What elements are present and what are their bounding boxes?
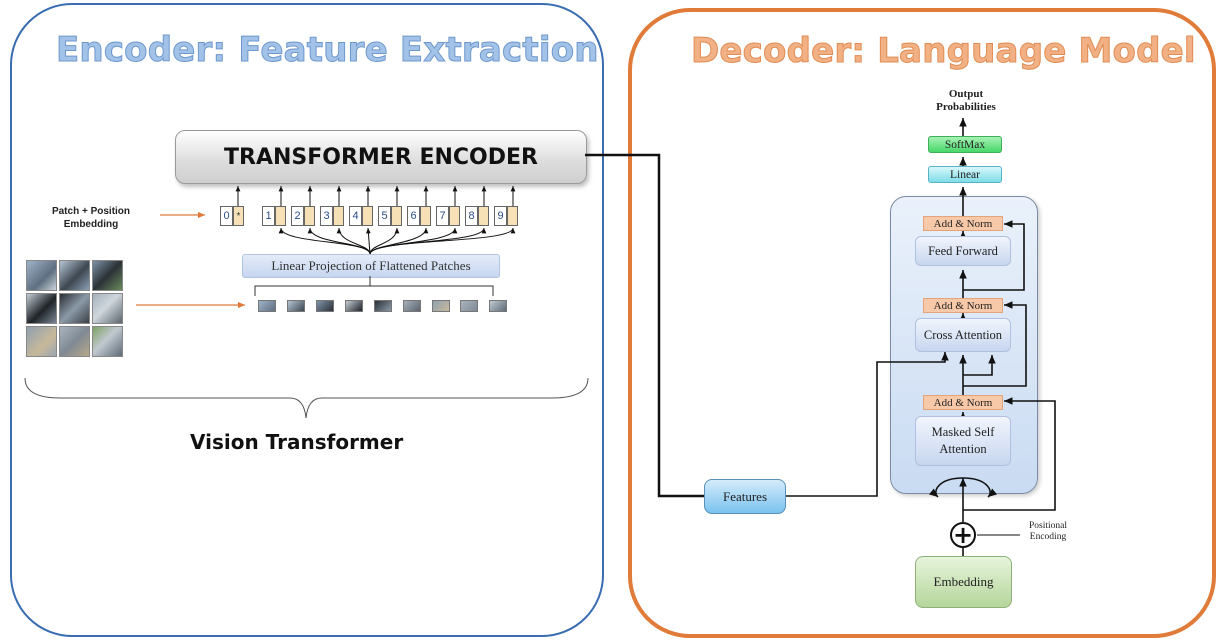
add-norm-box: Add & Norm <box>923 395 1003 410</box>
token-position-embedding <box>333 206 344 226</box>
token-position-embedding <box>478 206 489 226</box>
image-tile <box>92 326 123 357</box>
vision-transformer-label: Vision Transformer <box>190 430 404 454</box>
image-tile <box>92 293 123 324</box>
token-number-3: 3 <box>320 206 333 226</box>
image-tile <box>59 326 90 357</box>
flattened-patch <box>460 300 478 312</box>
image-tile <box>59 293 90 324</box>
decoder-panel <box>628 8 1216 638</box>
token-number-7: 7 <box>436 206 449 226</box>
positional-encoding-label: Positional Encoding <box>1028 521 1067 542</box>
linear-projection-box: Linear Projection of Flattened Patches <box>242 254 500 278</box>
output-probabilities-label: Output Probabilities <box>936 88 996 113</box>
flattened-patch <box>287 300 305 312</box>
image-tile <box>26 260 57 291</box>
add-norm-box: Add & Norm <box>923 216 1003 231</box>
token-number-6: 6 <box>407 206 420 226</box>
flattened-patch <box>316 300 334 312</box>
flattened-patch <box>345 300 363 312</box>
masked-self-attention-box: Masked Self Attention <box>915 416 1011 466</box>
feed-forward-box: Feed Forward <box>915 236 1011 266</box>
image-tile <box>59 260 90 291</box>
image-tile <box>26 293 57 324</box>
token-position-embedding <box>449 206 460 226</box>
flattened-patch <box>258 300 276 312</box>
cross-attention-box: Cross Attention <box>915 318 1011 352</box>
add-norm-box: Add & Norm <box>923 298 1003 313</box>
encoder-panel <box>10 3 604 637</box>
token-position-embedding <box>507 206 518 226</box>
flattened-patch <box>432 300 450 312</box>
flattened-patch <box>403 300 421 312</box>
token-number-8: 8 <box>465 206 478 226</box>
flattened-patch <box>374 300 392 312</box>
token-number-5: 5 <box>378 206 391 226</box>
flattened-patch <box>489 300 507 312</box>
plus-icon: + <box>952 521 974 549</box>
image-tile <box>26 326 57 357</box>
softmax-box: SoftMax <box>928 136 1002 153</box>
patch-position-embedding-label: Patch + Position Embedding <box>51 206 131 230</box>
token-number-4: 4 <box>349 206 362 226</box>
token-number-1: 1 <box>262 206 275 226</box>
decoder-title: Decoder: Language Model <box>691 31 1197 72</box>
token-position-embedding <box>304 206 315 226</box>
token-number-9: 9 <box>494 206 507 226</box>
encoder-title: Encoder: Feature Extraction <box>56 30 599 71</box>
linear-box: Linear <box>928 166 1002 183</box>
token-position-embedding <box>362 206 373 226</box>
token-number-0: 0 <box>220 206 233 226</box>
token-number-2: 2 <box>291 206 304 226</box>
token-position-embedding <box>275 206 286 226</box>
image-tile <box>92 260 123 291</box>
class-token-mark: * <box>233 206 244 226</box>
token-position-embedding <box>391 206 402 226</box>
token-position-embedding <box>420 206 431 226</box>
transformer-encoder-block: TRANSFORMER ENCODER <box>175 130 587 184</box>
embedding-box: Embedding <box>915 556 1012 608</box>
features-box: Features <box>704 479 786 514</box>
